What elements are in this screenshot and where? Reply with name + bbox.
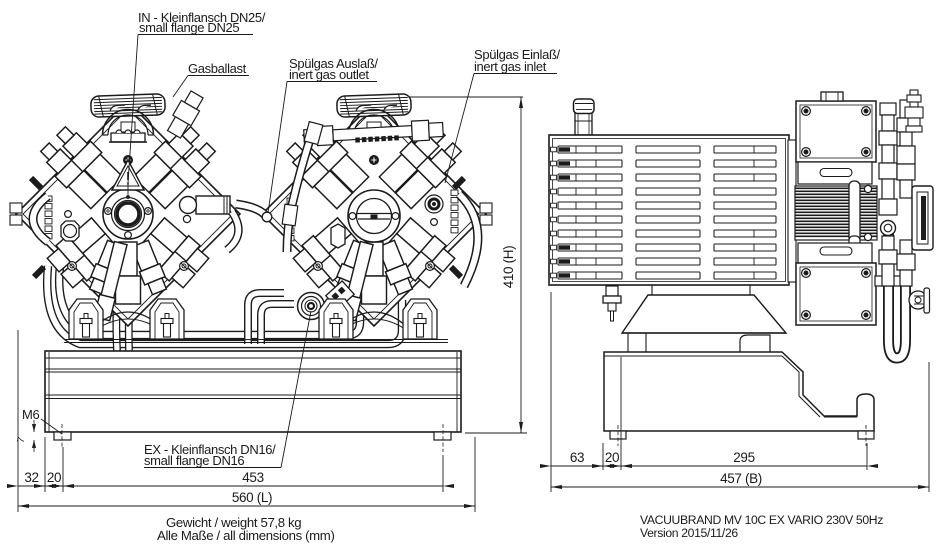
svg-text:453: 453	[242, 470, 263, 485]
svg-text:63: 63	[570, 450, 584, 465]
svg-text:Alle Maße / all dimensions (mm: Alle Maße / all dimensions (mm)	[157, 528, 334, 543]
svg-text:small flange DN16: small flange DN16	[144, 453, 244, 468]
svg-text:Gewicht / weight 57,8 kg: Gewicht / weight 57,8 kg	[166, 515, 301, 530]
svg-text:EX - Kleinflansch DN16/: EX - Kleinflansch DN16/	[144, 442, 276, 457]
svg-text:20: 20	[47, 470, 61, 485]
svg-text:IN - Kleinflansch DN25/: IN - Kleinflansch DN25/	[138, 10, 266, 25]
svg-text:560 (L): 560 (L)	[232, 490, 272, 505]
svg-text:M6: M6	[22, 407, 39, 422]
svg-text:410 (H): 410 (H)	[501, 246, 516, 289]
svg-text:inert gas outlet: inert gas outlet	[289, 67, 369, 82]
svg-text:295: 295	[733, 450, 754, 465]
svg-text:32: 32	[24, 470, 38, 485]
svg-text:small flange DN25: small flange DN25	[139, 20, 239, 35]
svg-text:Spülgas Einlaß/: Spülgas Einlaß/	[474, 47, 561, 62]
svg-text:20: 20	[605, 450, 619, 465]
svg-text:7: 7	[16, 436, 28, 445]
svg-text:Spülgas Auslaß/: Spülgas Auslaß/	[289, 56, 378, 71]
svg-text:VACUUBRAND MV 10C EX VARIO 230: VACUUBRAND MV 10C EX VARIO 230V 50Hz	[640, 513, 883, 527]
svg-text:Gasballast: Gasballast	[188, 61, 247, 76]
svg-text:Version 2015/11/26: Version 2015/11/26	[640, 526, 738, 540]
svg-text:457 (B): 457 (B)	[720, 471, 762, 486]
svg-text:inert gas inlet: inert gas inlet	[474, 59, 547, 74]
